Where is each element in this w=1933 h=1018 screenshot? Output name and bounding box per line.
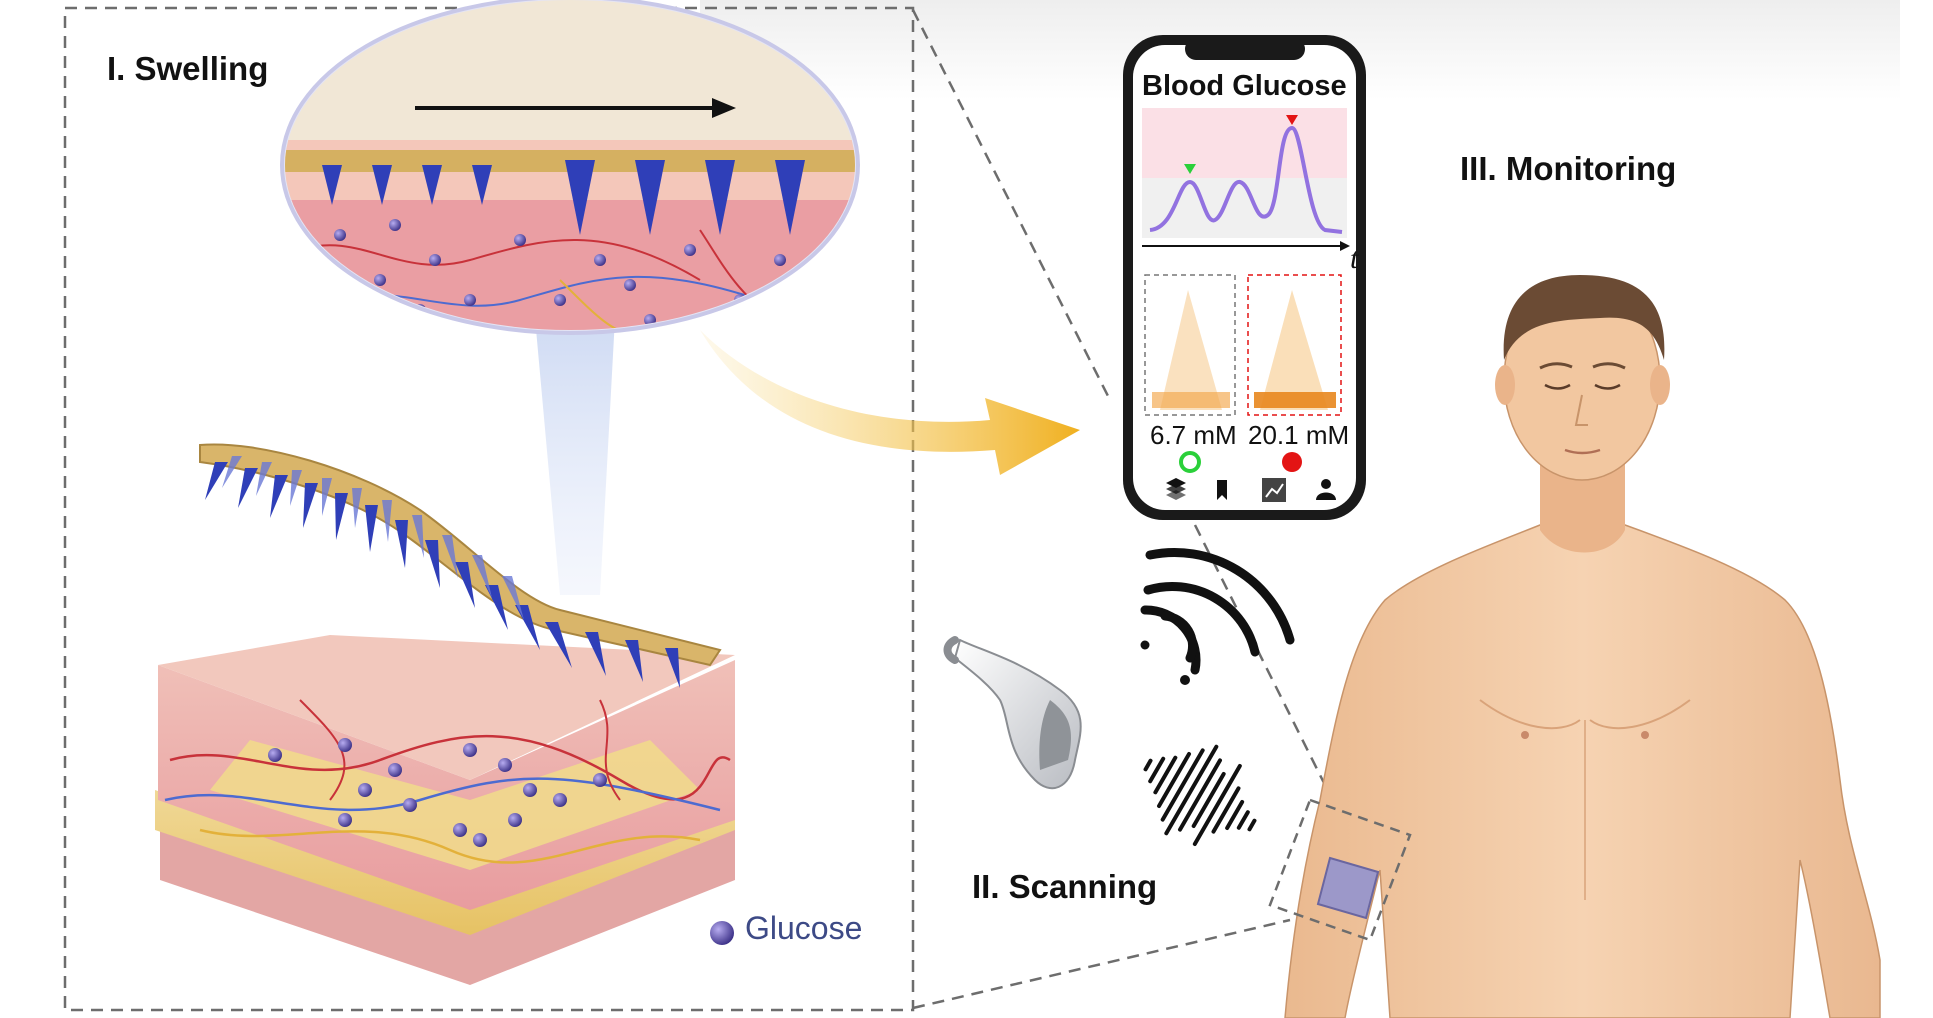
- status-low-indicator: [1179, 451, 1201, 473]
- reading-low: 6.7 mM: [1150, 420, 1237, 450]
- wireless-signal-icon: [1140, 548, 1295, 685]
- time-axis-arrowhead: [1340, 241, 1350, 251]
- human-figure: [1284, 275, 1881, 1018]
- swelling-arrowhead: [712, 98, 736, 118]
- connector-line-bottom: [912, 918, 1291, 1010]
- skin-block: [155, 635, 735, 985]
- arm-patch-callout: [1268, 798, 1412, 942]
- swelling-label: I. Swelling: [107, 50, 269, 87]
- user-icon: [1316, 479, 1336, 500]
- legend-glucose-icon: [710, 921, 734, 945]
- connector-line-phone: [1193, 524, 1337, 806]
- monitoring-label: III. Monitoring: [1460, 150, 1677, 187]
- magnifier-lens: [280, 0, 860, 335]
- high-peak-marker: [1286, 115, 1298, 125]
- low-peak-marker: [1184, 164, 1196, 174]
- glucose-curve: [1149, 125, 1343, 234]
- ultrasound-probe: [943, 636, 1082, 790]
- time-axis-label: t: [1350, 242, 1359, 275]
- scanning-label: II. Scanning: [972, 868, 1158, 905]
- bookmark-icon: [1217, 480, 1227, 500]
- trend-chart-icon: [1262, 478, 1286, 502]
- reading-high: 20.1 mM: [1248, 420, 1350, 450]
- phone-notch: [1185, 38, 1305, 60]
- data-flow-arrow: [700, 330, 1080, 475]
- sensor-patch: [1316, 856, 1380, 920]
- microneedle-patch: [199, 443, 722, 688]
- smartphone: [1123, 35, 1366, 520]
- acoustic-wave-icon: [1143, 744, 1257, 846]
- status-high-indicator: [1282, 452, 1302, 472]
- high-range-band: [1142, 108, 1347, 178]
- magnify-beam: [535, 318, 615, 595]
- glucose-legend-label: Glucose: [745, 910, 863, 946]
- layers-icon: [1166, 478, 1186, 500]
- connector-line-top: [911, 9, 1112, 401]
- phone-title: Blood Glucose: [1142, 70, 1347, 102]
